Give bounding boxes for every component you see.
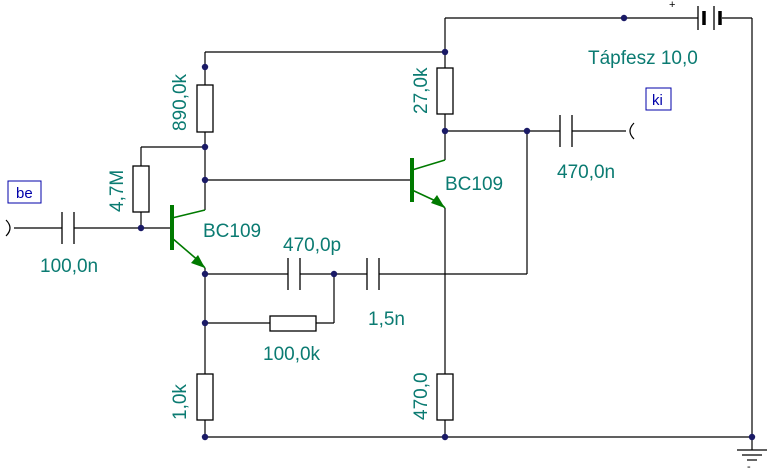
label-r-c2: 27,0k [411,67,432,114]
labels: 100,0n BC109 470,0p 1,5n 100,0k BC109 47… [40,0,751,470]
transistor-q1 [170,205,206,269]
ground-symbol [737,437,767,461]
label-r-top: 890,0k [170,73,191,131]
resistor-470 [436,373,454,421]
capacitor-output [559,115,573,147]
label-q2: BC109 [445,174,503,195]
resistor-27k [436,67,454,115]
battery-symbol [697,6,722,30]
resistor-4-7m [132,165,150,213]
capacitor-470p [287,258,301,290]
capacitor-input [61,212,75,244]
label-q1: BC109 [203,221,261,242]
label-r-fb: 100,0k [263,344,321,365]
resistor-890k [196,84,214,133]
output-port: ki [645,87,672,111]
output-port-label: ki [652,92,663,109]
label-supply: Tápfesz 10,0 [588,48,698,69]
capacitor-1-5n [366,258,380,290]
resistor-1k [196,373,214,421]
label-c-out: 470,0n [557,162,615,183]
label-r-bias: 4,7M [107,170,128,212]
label-r-e1: 1,0k [170,384,191,420]
output-connector [629,122,635,140]
junctions [137,14,756,441]
label-r-e2: 470,0 [411,372,432,420]
wires [14,17,753,438]
input-port-label: be [16,185,33,202]
resistor-100k [269,315,317,332]
resistors [132,67,454,421]
supply-plus-sign: + [669,0,675,11]
input-port: be [7,180,42,204]
transistor-q2 [410,158,446,209]
ground-minus-sign: - [747,461,751,470]
label-c-fb2: 1,5n [368,309,405,330]
label-c-in: 100,0n [40,256,98,277]
label-c-fb1: 470,0p [283,235,341,256]
capacitors [61,115,573,290]
input-connector [5,219,11,237]
